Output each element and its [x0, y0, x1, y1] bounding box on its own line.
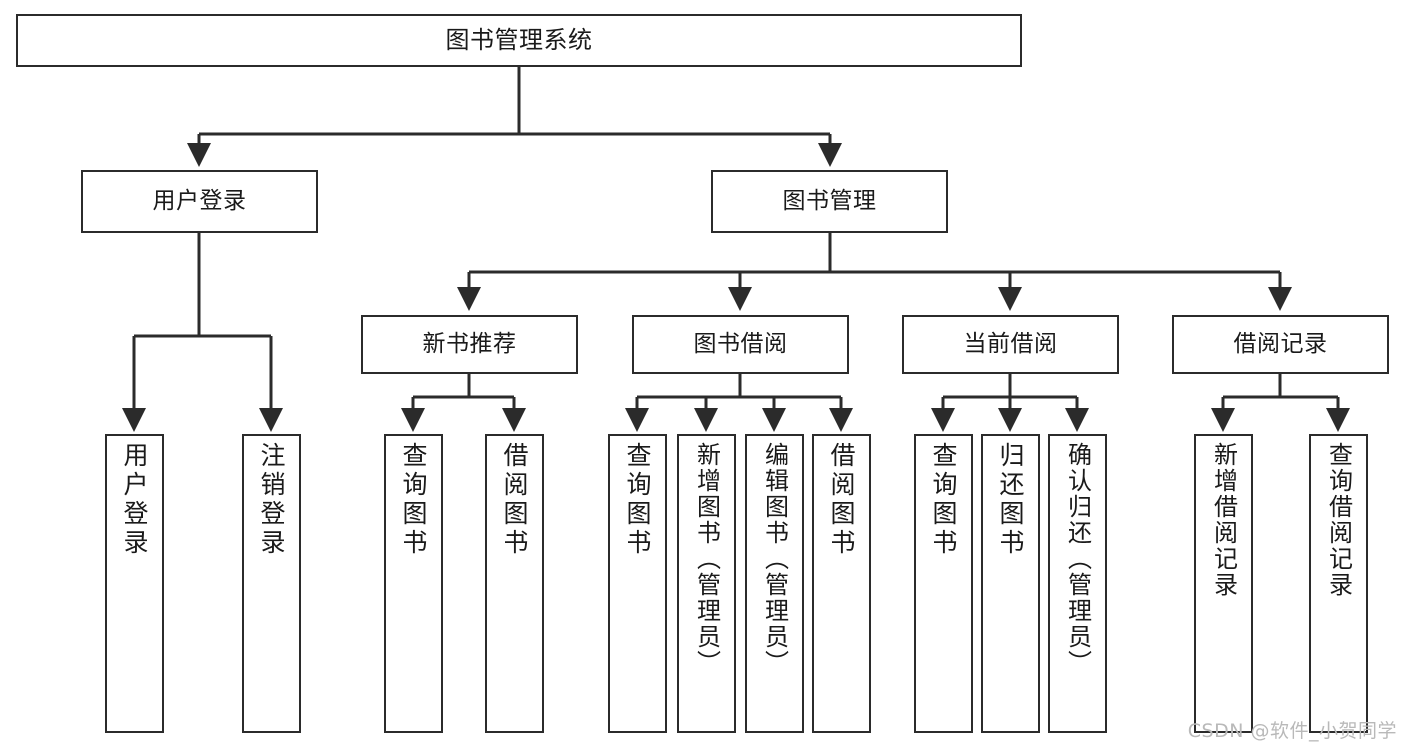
node-label: 新书推荐 — [422, 330, 517, 357]
node-book-management[interactable]: 图书管理 — [711, 170, 948, 233]
node-label: 图书管理系统 — [445, 26, 593, 55]
node-label: 查询图书 — [623, 442, 652, 558]
node-leaf-query-record[interactable]: 查询借阅记录 — [1309, 434, 1368, 733]
node-leaf-confirm-return[interactable]: 确认归还（管理员） — [1048, 434, 1107, 733]
node-leaf-return-book[interactable]: 归还图书 — [981, 434, 1040, 733]
node-leaf-add-book[interactable]: 新增图书（管理员） — [677, 434, 736, 733]
node-book-borrow[interactable]: 图书借阅 — [632, 315, 849, 374]
node-label: 新增借阅记录 — [1209, 442, 1238, 598]
node-leaf-add-record[interactable]: 新增借阅记录 — [1194, 434, 1253, 733]
node-user-login[interactable]: 用户登录 — [81, 170, 318, 233]
node-label: 借阅图书 — [500, 442, 529, 558]
node-current-borrow[interactable]: 当前借阅 — [902, 315, 1119, 374]
node-label: 新增图书（管理员） — [692, 442, 721, 676]
node-leaf-borrow-book-2[interactable]: 借阅图书 — [812, 434, 871, 733]
node-root-system[interactable]: 图书管理系统 — [16, 14, 1022, 67]
node-leaf-query-book-3[interactable]: 查询图书 — [914, 434, 973, 733]
node-label: 借阅记录 — [1233, 330, 1328, 357]
node-label: 借阅图书 — [827, 442, 856, 558]
node-label: 查询图书 — [929, 442, 958, 558]
node-label: 查询借阅记录 — [1324, 442, 1353, 598]
node-borrow-record[interactable]: 借阅记录 — [1172, 315, 1389, 374]
node-leaf-edit-book[interactable]: 编辑图书（管理员） — [745, 434, 804, 733]
node-label: 当前借阅 — [963, 330, 1058, 357]
node-leaf-query-book-1[interactable]: 查询图书 — [384, 434, 443, 733]
node-leaf-user-login[interactable]: 用户登录 — [105, 434, 164, 733]
node-label: 用户登录 — [152, 187, 247, 214]
node-leaf-logout-login[interactable]: 注销登录 — [242, 434, 301, 733]
node-label: 归还图书 — [996, 442, 1025, 558]
node-label: 查询图书 — [399, 442, 428, 558]
node-leaf-borrow-book-1[interactable]: 借阅图书 — [485, 434, 544, 733]
node-label: 注销登录 — [257, 442, 286, 558]
node-leaf-query-book-2[interactable]: 查询图书 — [608, 434, 667, 733]
watermark-text: CSDN @软件_小贺同学 — [1187, 720, 1397, 742]
node-label: 编辑图书（管理员） — [760, 442, 789, 676]
node-label: 确认归还（管理员） — [1063, 442, 1092, 676]
node-label: 图书管理 — [782, 187, 877, 214]
node-label: 用户登录 — [120, 442, 149, 558]
node-label: 图书借阅 — [693, 330, 788, 357]
node-new-book-recommend[interactable]: 新书推荐 — [361, 315, 578, 374]
